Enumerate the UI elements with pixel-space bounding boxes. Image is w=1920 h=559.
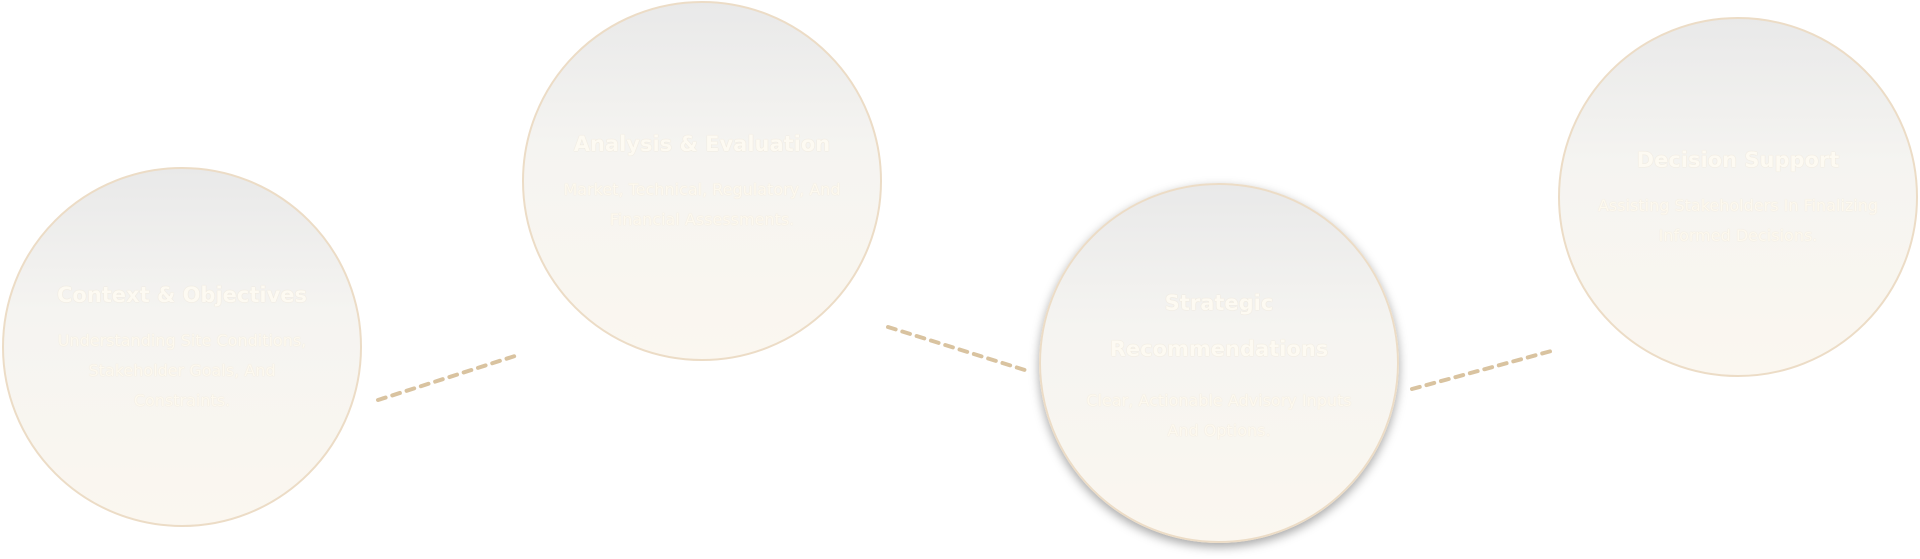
connector-1-2 <box>376 353 520 402</box>
step-title: Context & Objectives <box>56 283 308 307</box>
step-title: Strategic Recommendations <box>1109 291 1329 361</box>
step-description: Assisting Stakeholders In Finalizing Inf… <box>1597 196 1879 245</box>
step-decision-support: Decision Support Assisting Stakeholders … <box>1558 17 1918 377</box>
step-title: Decision Support <box>1636 148 1840 172</box>
step-title: Analysis & Evaluation <box>573 132 831 156</box>
step-description: Understanding Site Conditions, Stakehold… <box>57 331 307 410</box>
step-strategic-recommendations: Strategic Recommendations Clear, Actiona… <box>1039 183 1399 543</box>
connector-2-3 <box>886 325 1030 373</box>
step-analysis-evaluation: Analysis & Evaluation Market, Technical,… <box>522 1 882 361</box>
step-description: Market, Technical, Regulatory, And Finan… <box>563 180 841 229</box>
step-description: Clear, Actionable Advisory Inputs And Op… <box>1086 391 1352 440</box>
step-context-objectives: Context & Objectives Understanding Site … <box>2 167 362 527</box>
connector-3-4 <box>1410 348 1557 391</box>
